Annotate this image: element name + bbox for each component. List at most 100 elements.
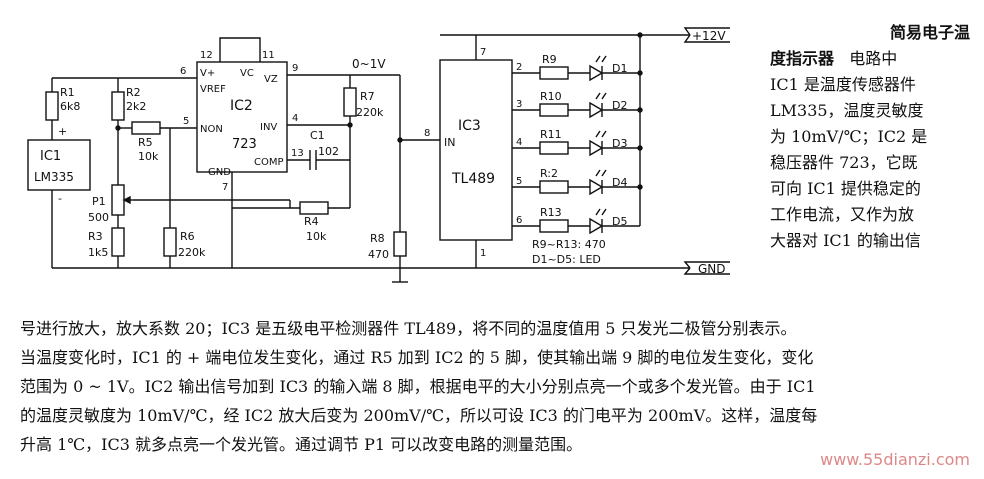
ic3-pin3: 3 (516, 99, 522, 110)
article-title-line1: 简易电子温 (889, 23, 970, 42)
resistor-note: R9~R13: 470 (532, 238, 606, 251)
ic3-pin1: 1 (480, 248, 486, 259)
r6-label: R6 (180, 230, 195, 243)
ic1-box (27, 139, 91, 191)
r1-resistor (45, 91, 59, 121)
r4-value: 10k (306, 230, 327, 243)
r2-value: 2k2 (126, 100, 146, 113)
r4-label: R4 (304, 215, 319, 228)
ic2-part: 723 (232, 137, 257, 152)
r1-label: R1 (60, 86, 75, 99)
side-line-7: 大器对 IC1 的输出信 (770, 231, 921, 250)
r1-value: 6k8 (60, 100, 80, 113)
plus12-terminal (683, 27, 730, 36)
side-line-3: 为 10mV/℃；IC2 是 (770, 127, 928, 146)
ic1-plus: + (58, 125, 67, 138)
r8-resistor (393, 231, 407, 257)
ic1-minus: - (58, 192, 62, 205)
p1-value: 500 (88, 211, 109, 224)
plus12-label: +12V (692, 29, 726, 43)
side-line-2: LM335，温度灵敏度 (770, 101, 924, 120)
r2-resistor (111, 91, 125, 121)
body-line-1: 当温度变化时，IC1 的 + 端电位发生变化，通过 R5 加到 IC2 的 5 … (20, 348, 814, 367)
r5-label: R5 (138, 136, 153, 149)
side-line-5: 可向 IC1 提供稳定的 (770, 179, 921, 198)
article-title-line2: 度指示器 (770, 49, 835, 68)
r3-resistor (111, 227, 125, 257)
r11-label: R11 (540, 128, 562, 141)
ic2-non: NON (200, 124, 223, 135)
ic2-pin12: 12 (200, 50, 213, 61)
r3-label: R3 (88, 230, 103, 243)
ic3-pin2: 2 (516, 62, 522, 73)
body-line-3: 的温度灵敏度为 10mV/℃，经 IC2 放大后变为 200mV/℃，所以可设 … (20, 406, 818, 425)
r2-label: R2 (126, 86, 141, 99)
r7-label: R7 (360, 90, 375, 103)
range-label: 0~1V (352, 57, 386, 71)
ic2-vref: VREF (200, 84, 226, 95)
ic2-pin6: 6 (180, 66, 186, 77)
site-watermark: www.55dianzi.com (820, 450, 970, 469)
r10-label: R10 (540, 90, 562, 103)
ic2-gnd: GND (208, 167, 231, 178)
ic3-pin5: 5 (516, 176, 522, 187)
ic2-pin4: 4 (292, 113, 298, 124)
ic3-label: IC3 (458, 118, 481, 134)
ic3-box (439, 59, 513, 241)
body-line-0: 号进行放大，放大系数 20；IC3 是五级电平检测器件 TL489，将不同的温度… (20, 319, 797, 338)
side-description: 简易电子温 度指示器 电路中 IC1 是温度传感器件 LM335，温度灵敏度 为… (770, 20, 970, 254)
side-line-6: 工作电流，又作为放 (770, 205, 915, 224)
r8-label: R8 (370, 232, 385, 245)
side-line-4: 稳压器件 723，它既 (770, 153, 918, 172)
r7-value: 220k (356, 106, 384, 119)
ic1-part: LM335 (34, 170, 74, 184)
ic2-box (196, 61, 288, 173)
r4-resistor (299, 201, 329, 215)
ic2-vplus: V+ (200, 68, 215, 79)
p1-label: P1 (92, 195, 106, 208)
c1-value: 102 (318, 145, 339, 158)
circuit-schematic: R1 6k8 R2 2k2 R5 10k P1 500 R3 1k5 R6 22… (27, 27, 730, 283)
body-paragraph: 号进行放大，放大系数 20；IC3 是五级电平检测器件 TL489，将不同的温度… (20, 314, 975, 459)
ic2-pin13: 13 (291, 148, 304, 159)
r8-value: 470 (368, 248, 389, 261)
body-line-4: 升高 1℃，IC3 就多点亮一个发光管。通过调节 P1 可以改变电路的测量范围。 (20, 435, 583, 454)
r5-value: 10k (138, 150, 159, 163)
ic3-part: TL489 (451, 171, 495, 187)
d3-label: D3 (612, 137, 627, 150)
ic2-pin5: 5 (183, 116, 189, 127)
ic2-comp: COMP (254, 157, 284, 168)
ic1-label: IC1 (40, 149, 61, 164)
r12-label: R:2 (540, 167, 558, 180)
led-note: D1~D5: LED (532, 253, 601, 266)
r9-label: R9 (542, 53, 557, 66)
r7-resistor (343, 87, 357, 117)
r13-label: R13 (540, 206, 562, 219)
ic2-pin9: 9 (292, 63, 298, 74)
d4-label: D4 (612, 176, 627, 189)
body-line-2: 范围为 0 ~ 1V。IC2 输出信号加到 IC3 的输入端 8 脚，根据电平的… (20, 377, 816, 396)
gnd-label: GND (698, 262, 726, 276)
d2-label: D2 (612, 99, 627, 112)
ic3-in: IN (444, 136, 455, 149)
side-line-1: IC1 是温度传感器件 (770, 75, 916, 94)
r6-value: 220k (178, 246, 206, 259)
led-channels (512, 32, 643, 235)
r5-resistor (131, 121, 161, 135)
side-line-0: 电路中 (849, 49, 898, 68)
ic3-pin4: 4 (516, 137, 522, 148)
ic2-vz: VZ (264, 74, 278, 85)
r3-value: 1k5 (88, 246, 108, 259)
ic2-pin11: 11 (262, 50, 275, 61)
ic2-inv: INV (260, 122, 277, 133)
ic3-pin7: 7 (480, 47, 486, 58)
c1-label: C1 (310, 129, 325, 142)
ic2-label: IC2 (230, 98, 253, 114)
ic2-pin7: 7 (222, 182, 228, 193)
p1-potentiometer (111, 184, 125, 216)
ic3-pin6: 6 (516, 215, 522, 226)
ic2-vc: VC (240, 68, 254, 79)
d1-label: D1 (612, 62, 627, 75)
d5-label: D5 (612, 215, 627, 228)
r6-resistor (163, 227, 177, 257)
